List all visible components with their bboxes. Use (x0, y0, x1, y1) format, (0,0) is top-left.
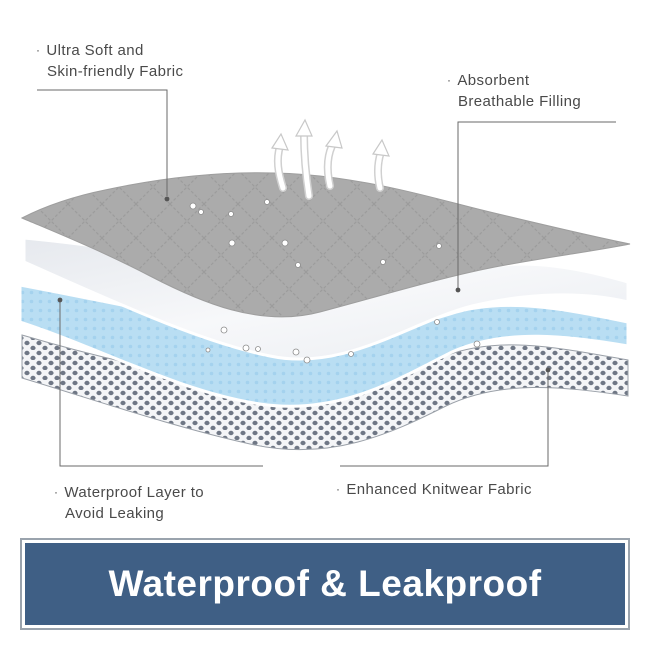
water-droplets (189, 199, 481, 364)
top-fabric-layer (20, 172, 631, 318)
callout-knit-line1: Enhanced Knitwear Fabric (346, 481, 532, 498)
callout-knit: ·Enhanced Knitwear Fabric (336, 481, 532, 498)
leader-lines (37, 89, 616, 467)
leader-dots (57, 196, 551, 373)
leader-line-filling (457, 121, 616, 288)
title-banner: Waterproof & Leakproof (25, 543, 625, 625)
airflow-arrows (270, 118, 390, 200)
callout-filling-line2: Breathable Filling (458, 93, 582, 110)
callout-top-fabric-line2: Skin-friendly Fabric (47, 63, 184, 80)
callout-waterproof: ·Waterproof Layer to Avoid Leaking (54, 484, 205, 522)
callout-filling-line1: Absorbent (457, 72, 530, 89)
banner-title: Waterproof & Leakproof (108, 563, 542, 604)
callout-waterproof-line1: Waterproof Layer to (64, 484, 205, 501)
callout-top-fabric-line1: Ultra Soft and (46, 42, 144, 59)
callout-waterproof-line2: Avoid Leaking (65, 505, 165, 522)
leader-line-waterproof (59, 300, 263, 467)
callout-filling: ·Absorbent Breathable Filling (447, 72, 582, 110)
leader-line-knit (340, 372, 549, 467)
leader-line-top-fabric (37, 89, 168, 196)
callout-top-fabric: ·Ultra Soft and Skin-friendly Fabric (36, 42, 184, 80)
